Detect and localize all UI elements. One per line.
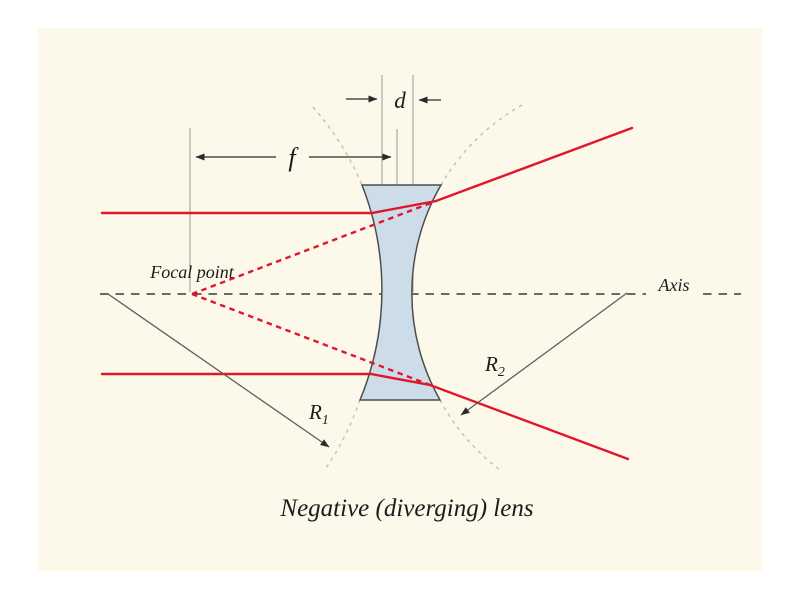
focal-length-label: f — [288, 143, 299, 172]
radius1-label: R1 — [308, 400, 329, 428]
ray-bottom — [100, 372, 630, 461]
radius2-label-base: R — [484, 352, 498, 376]
diverging-lens — [358, 184, 443, 401]
curvature-arc-r2-upper — [440, 104, 523, 186]
focal-point-label: Focal point — [149, 262, 234, 282]
radius1-label-base: R — [308, 400, 322, 424]
axis-label: Axis — [658, 275, 690, 295]
radius2-label-subscript: 2 — [498, 365, 505, 380]
radius1-label-subscript: 1 — [322, 413, 329, 428]
ray-bottom-back-extension — [191, 292, 431, 387]
figure-caption: Negative (diverging) lens — [279, 495, 533, 522]
ray-top-back-extension — [191, 199, 437, 296]
ray-top — [100, 126, 634, 215]
thickness-label: d — [394, 88, 406, 113]
radius2-label: R2 — [484, 352, 505, 380]
radius2-pointer-line — [460, 292, 628, 416]
radius1-pointer-line — [107, 293, 330, 448]
